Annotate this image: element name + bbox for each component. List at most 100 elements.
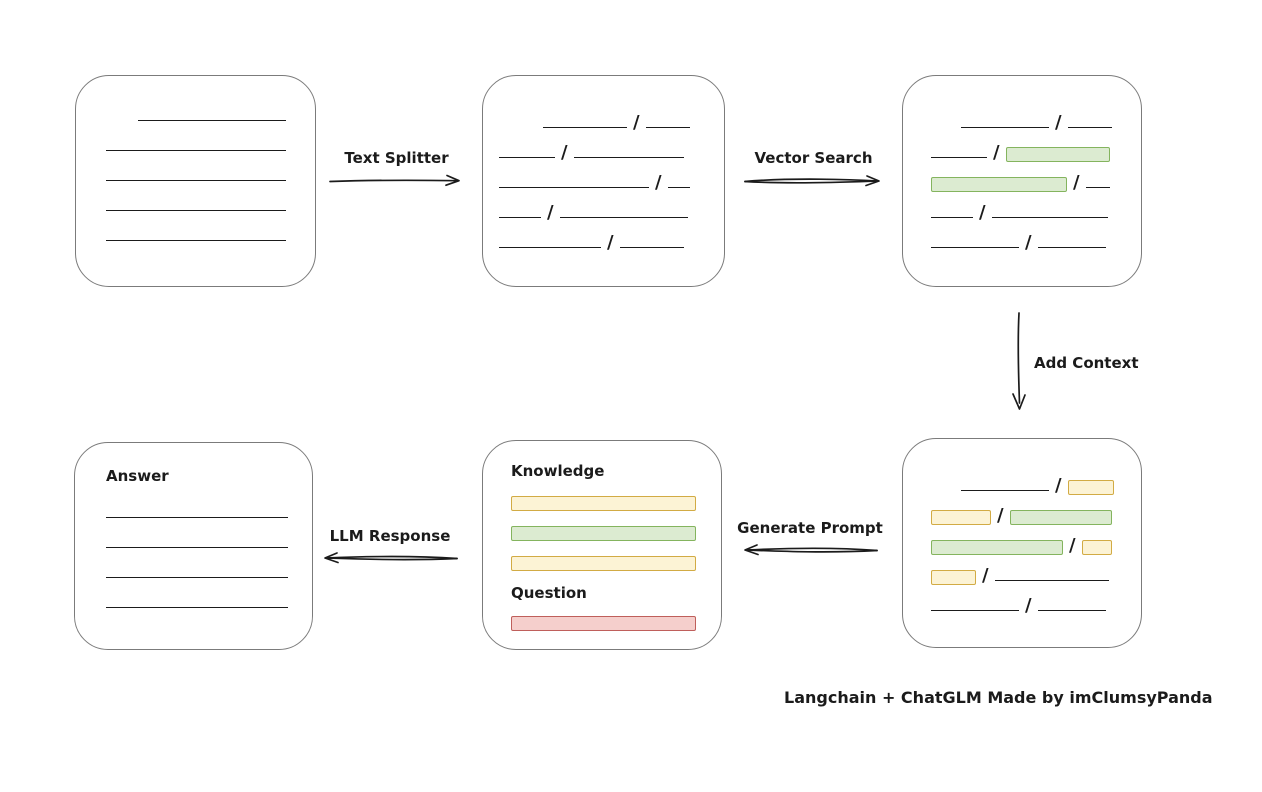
text-line: [931, 157, 987, 158]
text-row: [106, 524, 288, 554]
text-row: /: [931, 104, 1112, 134]
text-line: [499, 247, 601, 248]
text-row: [511, 513, 696, 543]
generate-prompt-arrow-group: Generate Prompt: [737, 519, 883, 558]
text-line: [991, 217, 1108, 218]
arrow-down-icon: [1012, 312, 1026, 410]
slash-separator: /: [997, 505, 1004, 526]
text-row: /: [931, 557, 1114, 587]
text-line: [1067, 127, 1112, 128]
slash-separator: /: [561, 142, 568, 163]
text-line: [961, 490, 1049, 491]
context-lines: /////: [931, 467, 1114, 617]
text-row: /: [931, 134, 1112, 164]
slash-separator: /: [1069, 535, 1076, 556]
document-text-lines: [106, 97, 286, 247]
search-result-lines: / / / / /: [931, 104, 1112, 254]
text-splitter-arrow-group: Text Splitter: [328, 149, 465, 188]
prompt-node: Knowledge Question: [482, 440, 722, 650]
yellow-highlight-bar: [511, 556, 696, 571]
text-row: [106, 187, 286, 217]
slash-separator: /: [979, 202, 986, 223]
arrow-left-icon: [744, 544, 878, 556]
text-line: [138, 120, 286, 121]
knowledge-bars: [511, 483, 696, 573]
question-label: Question: [511, 584, 587, 602]
text-line: [106, 240, 286, 241]
text-line: [994, 580, 1109, 581]
arrow-right-icon: [744, 175, 880, 187]
yellow-highlight-bar: [931, 510, 991, 525]
arrow-left-icon: [324, 552, 458, 564]
text-row: [106, 157, 286, 187]
text-line: [499, 157, 555, 158]
text-line: [106, 210, 286, 211]
text-row: [106, 97, 286, 127]
green-highlight-bar: [1005, 147, 1110, 162]
yellow-highlight-bar: [1067, 480, 1114, 495]
llm-response-label: LLM Response: [329, 527, 451, 545]
text-row: [106, 127, 286, 157]
text-line: [106, 547, 288, 548]
text-row: [511, 483, 696, 513]
slash-separator: /: [1055, 112, 1062, 133]
text-row: /: [499, 224, 690, 254]
text-row: /: [499, 134, 690, 164]
slash-separator: /: [1025, 232, 1032, 253]
text-line: [1037, 247, 1106, 248]
answer-node: Answer: [74, 442, 313, 650]
text-line: [645, 127, 690, 128]
text-line: [106, 517, 288, 518]
text-row: /: [931, 194, 1112, 224]
text-line: [573, 157, 684, 158]
text-line: [106, 577, 288, 578]
green-highlight-bar: [931, 540, 1063, 555]
text-line: [559, 217, 688, 218]
text-line: [931, 610, 1019, 611]
text-line: [499, 187, 649, 188]
chunk-text-lines: /////: [499, 104, 690, 254]
generate-prompt-label: Generate Prompt: [737, 519, 883, 537]
slash-separator: /: [547, 202, 554, 223]
text-row: /: [931, 527, 1114, 557]
green-highlight-bar: [1009, 510, 1112, 525]
text-line: [931, 217, 973, 218]
green-highlight-bar: [511, 526, 696, 541]
text-row: /: [931, 164, 1112, 194]
text-line: [106, 607, 288, 608]
diagram-caption: Langchain + ChatGLM Made by imClumsyPand…: [784, 688, 1213, 707]
search-results-node: / / / / /: [902, 75, 1142, 287]
text-row: /: [499, 194, 690, 224]
slash-separator: /: [1055, 475, 1062, 496]
answer-label: Answer: [106, 467, 169, 485]
text-line: [931, 247, 1019, 248]
source-document-node: [75, 75, 316, 287]
text-line: [667, 187, 690, 188]
text-row: /: [931, 467, 1114, 497]
slash-separator: /: [655, 172, 662, 193]
slash-separator: /: [633, 112, 640, 133]
text-line: [543, 127, 627, 128]
text-row: [106, 217, 286, 247]
text-row: [511, 543, 696, 573]
slash-separator: /: [1073, 172, 1080, 193]
context-node: /////: [902, 438, 1142, 648]
text-line: [106, 180, 286, 181]
text-row: /: [931, 497, 1114, 527]
add-context-label: Add Context: [1034, 354, 1139, 372]
text-line: [106, 150, 286, 151]
text-line: [1037, 610, 1106, 611]
vector-search-label: Vector Search: [754, 149, 873, 167]
text-row: [511, 603, 696, 633]
text-row: [106, 494, 288, 524]
text-row: /: [931, 587, 1114, 617]
text-line: [499, 217, 541, 218]
yellow-highlight-bar: [511, 496, 696, 511]
text-splitter-label: Text Splitter: [344, 149, 449, 167]
knowledge-label: Knowledge: [511, 462, 605, 480]
vector-search-arrow-group: Vector Search: [742, 149, 885, 188]
text-row: [106, 584, 288, 614]
slash-separator: /: [993, 142, 1000, 163]
yellow-highlight-bar: [1081, 540, 1112, 555]
